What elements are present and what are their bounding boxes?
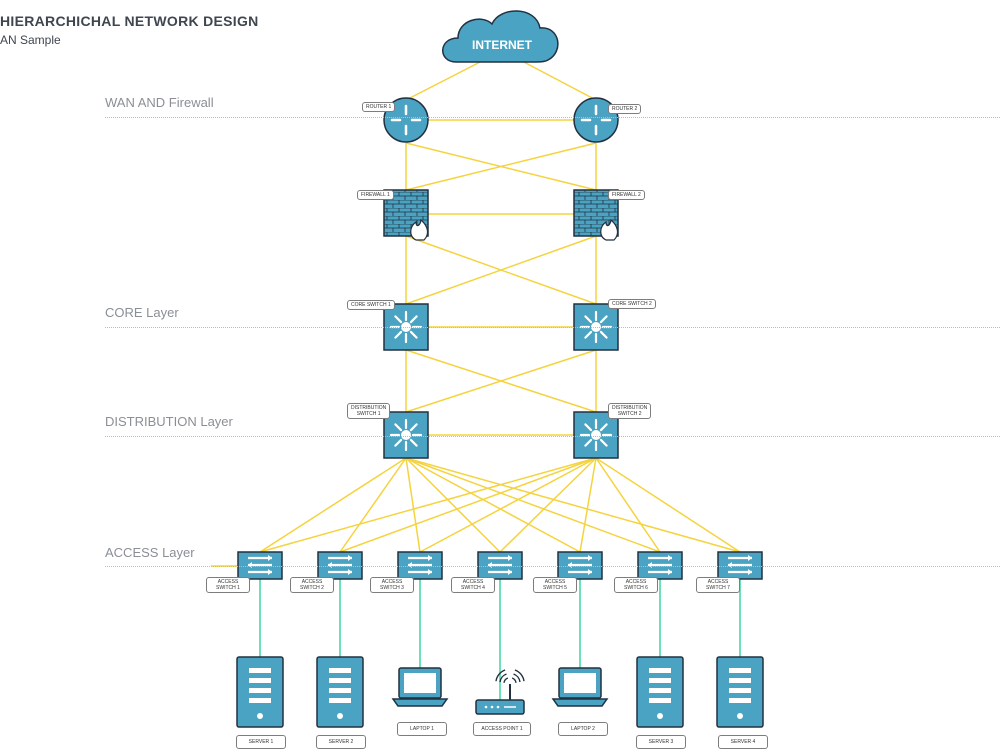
firewall-1-tag: FIREWALL 1	[357, 190, 394, 200]
uplink	[339, 457, 597, 553]
server-2-tag: SERVER 2	[316, 735, 366, 749]
page-subtitle: AN Sample	[0, 33, 61, 47]
router-icon	[573, 97, 619, 143]
layer-label-access: ACCESS Layer	[105, 545, 195, 560]
access-point-1-tag: ACCESS POINT 1	[473, 722, 531, 736]
layer-label-core: CORE Layer	[105, 305, 179, 320]
distribution-switch-1-icon	[383, 411, 429, 459]
uplink	[405, 457, 741, 553]
distribution-switch-2-tag: DISTRIBUTION SWITCH 2	[608, 403, 652, 419]
distribution-switch-1-tag: DISTRIBUTION SWITCH 1	[347, 403, 391, 419]
access-switch-1-icon	[237, 551, 283, 580]
uplink	[405, 457, 421, 553]
cloud-icon	[442, 10, 559, 63]
access-switch-6-tag: ACCESS SWITCH 6	[614, 577, 658, 593]
access-switches	[237, 551, 763, 580]
access-switch-2-icon	[317, 551, 363, 580]
server-icon	[316, 656, 364, 728]
server-icon	[236, 656, 284, 728]
laptop-1-tag: LAPTOP 1	[397, 722, 447, 736]
laptop-icon	[391, 667, 449, 707]
uplink	[595, 457, 741, 553]
server-icon	[716, 656, 764, 728]
access-switch-4-icon	[477, 551, 523, 580]
wireless-access-point-icon	[475, 669, 525, 715]
access-switch-3-tag: ACCESS SWITCH 3	[370, 577, 414, 593]
uplink	[405, 457, 661, 553]
access-switch-6-icon	[637, 551, 683, 580]
core-switch-1-tag: CORE SWITCH 1	[347, 300, 395, 310]
core-switch-2-tag: CORE SWITCH 2	[608, 299, 656, 309]
internet-label: INTERNET	[472, 38, 532, 52]
page-title: HIERARCHICHAL NETWORK DESIGN	[0, 13, 259, 29]
server-3-tag: SERVER 3	[636, 735, 686, 749]
uplink	[339, 457, 407, 553]
access-switch-1-tag: ACCESS SWITCH 1	[206, 577, 250, 593]
uplink	[579, 457, 597, 553]
layer-label-wan: WAN AND Firewall	[105, 95, 214, 110]
layer-divider	[105, 436, 1000, 437]
server-1-tag: SERVER 1	[236, 735, 286, 749]
uplink	[405, 457, 501, 553]
uplink	[499, 457, 597, 553]
layer-divider	[105, 327, 1000, 328]
server-icon	[636, 656, 684, 728]
uplink	[405, 457, 581, 553]
access-switch-4-tag: ACCESS SWITCH 4	[451, 577, 495, 593]
router-1-tag: ROUTER 1	[362, 102, 396, 112]
server-4-tag: SERVER 4	[718, 735, 768, 749]
layer-label-distribution: DISTRIBUTION Layer	[105, 414, 233, 429]
access-switch-7-tag: ACCESS SWITCH 7	[696, 577, 740, 593]
layer-divider	[105, 566, 1000, 567]
router-2-tag: ROUTER 2	[608, 104, 642, 114]
distribution-switch-2-icon	[573, 411, 619, 459]
firewall-2-tag: FIREWALL 2	[608, 190, 645, 200]
access-switch-2-tag: ACCESS SWITCH 2	[290, 577, 334, 593]
endpoints	[236, 656, 764, 728]
uplink	[419, 457, 597, 553]
laptop-icon	[551, 667, 609, 707]
uplink	[259, 457, 407, 553]
laptop-2-tag: LAPTOP 2	[558, 722, 608, 736]
uplink	[259, 457, 597, 553]
uplink	[595, 457, 661, 553]
access-switch-5-tag: ACCESS SWITCH 5	[533, 577, 577, 593]
layer-divider	[105, 117, 1000, 118]
distribution-access-links	[259, 457, 741, 553]
